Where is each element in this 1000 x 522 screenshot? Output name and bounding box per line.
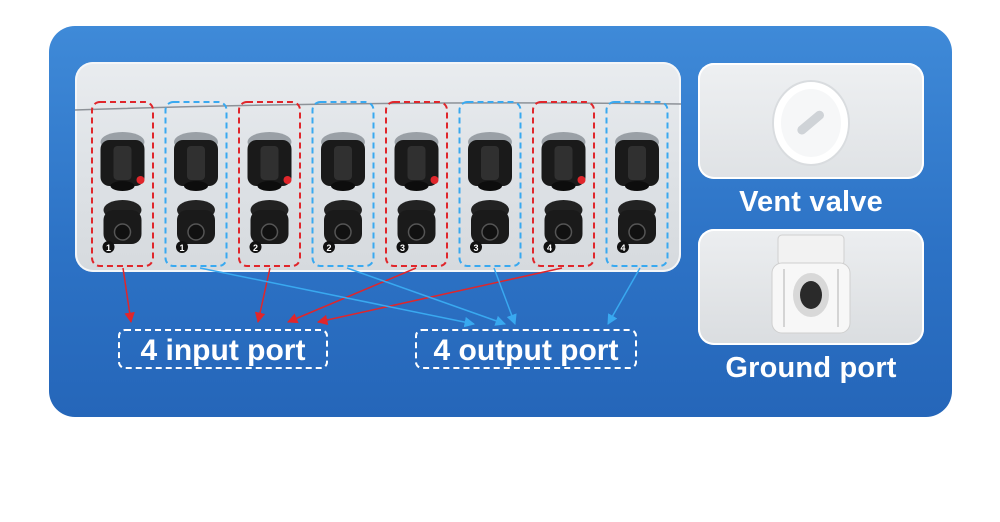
input-highlight-box [91, 101, 154, 267]
top-connector-mouth [478, 181, 502, 191]
red-dot [136, 176, 145, 184]
input-highlight-box [385, 101, 448, 267]
top-connector-slot [407, 146, 426, 180]
polarity-marker-number: 3 [473, 243, 478, 253]
input-arrow-4 [316, 267, 563, 326]
polarity-marker [249, 241, 262, 253]
output-highlight-box [164, 101, 228, 267]
top-connector-slot [554, 146, 573, 180]
top-connector-mouth [331, 181, 355, 191]
connector-illustration: 1 1 2 2 3 3 4 4 [75, 101, 681, 267]
output-highlight-box [311, 101, 375, 267]
connector-column-7: 4 [532, 101, 595, 267]
top-connector-mouth [184, 181, 208, 191]
top-connector-slot [187, 146, 205, 180]
bottom-connector-pin [407, 223, 426, 241]
bottom-connector-pin [628, 223, 646, 241]
bottom-connector-pin [260, 223, 279, 241]
polarity-marker [323, 241, 335, 253]
top-connector-mouth [110, 181, 135, 191]
enclosure-seam [75, 102, 681, 111]
connector-column-8: 4 [605, 101, 669, 267]
input-arrow-1 [122, 267, 135, 324]
top-connector-mouth [257, 181, 282, 191]
output-highlight-box [605, 101, 669, 267]
bottom-connector-pin [554, 223, 573, 241]
input-arrow-2 [254, 267, 271, 324]
ground-port-illustration [771, 234, 851, 334]
connector-column-3: 2 [238, 101, 301, 267]
ground-port-caption: Ground port [725, 352, 897, 384]
polarity-marker [470, 241, 482, 253]
top-connector-mouth [625, 181, 649, 191]
vent-valve-photo [698, 63, 924, 179]
polarity-marker [543, 241, 556, 253]
red-dot [283, 176, 292, 184]
top-connector-slot [481, 146, 499, 180]
output-arrow-1 [199, 267, 476, 328]
polarity-marker-number: 2 [253, 243, 258, 253]
polarity-marker [617, 241, 629, 253]
red-dot [430, 176, 439, 184]
polarity-marker-number: 4 [547, 243, 552, 253]
bottom-connector-pin [334, 223, 352, 241]
connector-column-2: 1 [164, 101, 228, 267]
polarity-marker [102, 241, 115, 253]
red-dot [577, 176, 586, 184]
polarity-marker [176, 241, 188, 253]
polarity-marker-number: 1 [106, 243, 111, 253]
polarity-marker-number: 4 [620, 243, 625, 253]
bottom-connector-pin [481, 223, 499, 241]
top-connector-slot [260, 146, 279, 180]
connector-column-1: 1 [91, 101, 154, 267]
polarity-marker [396, 241, 409, 253]
top-connector-slot [334, 146, 352, 180]
output-highlight-box [458, 101, 522, 267]
vent-valve-illustration [772, 80, 850, 166]
input-highlight-box [532, 101, 595, 267]
top-connector-mouth [404, 181, 429, 191]
top-connector-mouth [551, 181, 576, 191]
input-arrow-3 [287, 267, 417, 324]
vent-valve-caption: Vent valve [739, 186, 883, 218]
bottom-connector-pin [113, 223, 132, 241]
vent-slot [797, 110, 824, 135]
gland-hole [800, 281, 822, 309]
output-arrow-4 [607, 267, 641, 325]
polarity-marker-number: 2 [326, 243, 331, 253]
top-connector-slot [628, 146, 646, 180]
output-arrow-3 [493, 267, 517, 325]
connector-column-4: 2 [311, 101, 375, 267]
connector-column-6: 3 [458, 101, 522, 267]
polarity-marker-number: 3 [400, 243, 405, 253]
bottom-connector-pin [187, 223, 205, 241]
polarity-marker-number: 1 [179, 243, 184, 253]
top-connector-slot [113, 146, 132, 180]
output-port-label: 4 output port [415, 329, 637, 369]
connector-box-photo: 1 1 2 2 3 3 4 4 [75, 62, 681, 272]
connector-column-5: 3 [385, 101, 448, 267]
ground-port-photo [698, 229, 924, 345]
output-arrow-2 [346, 267, 506, 326]
input-port-label: 4 input port [118, 329, 328, 369]
input-highlight-box [238, 101, 301, 267]
